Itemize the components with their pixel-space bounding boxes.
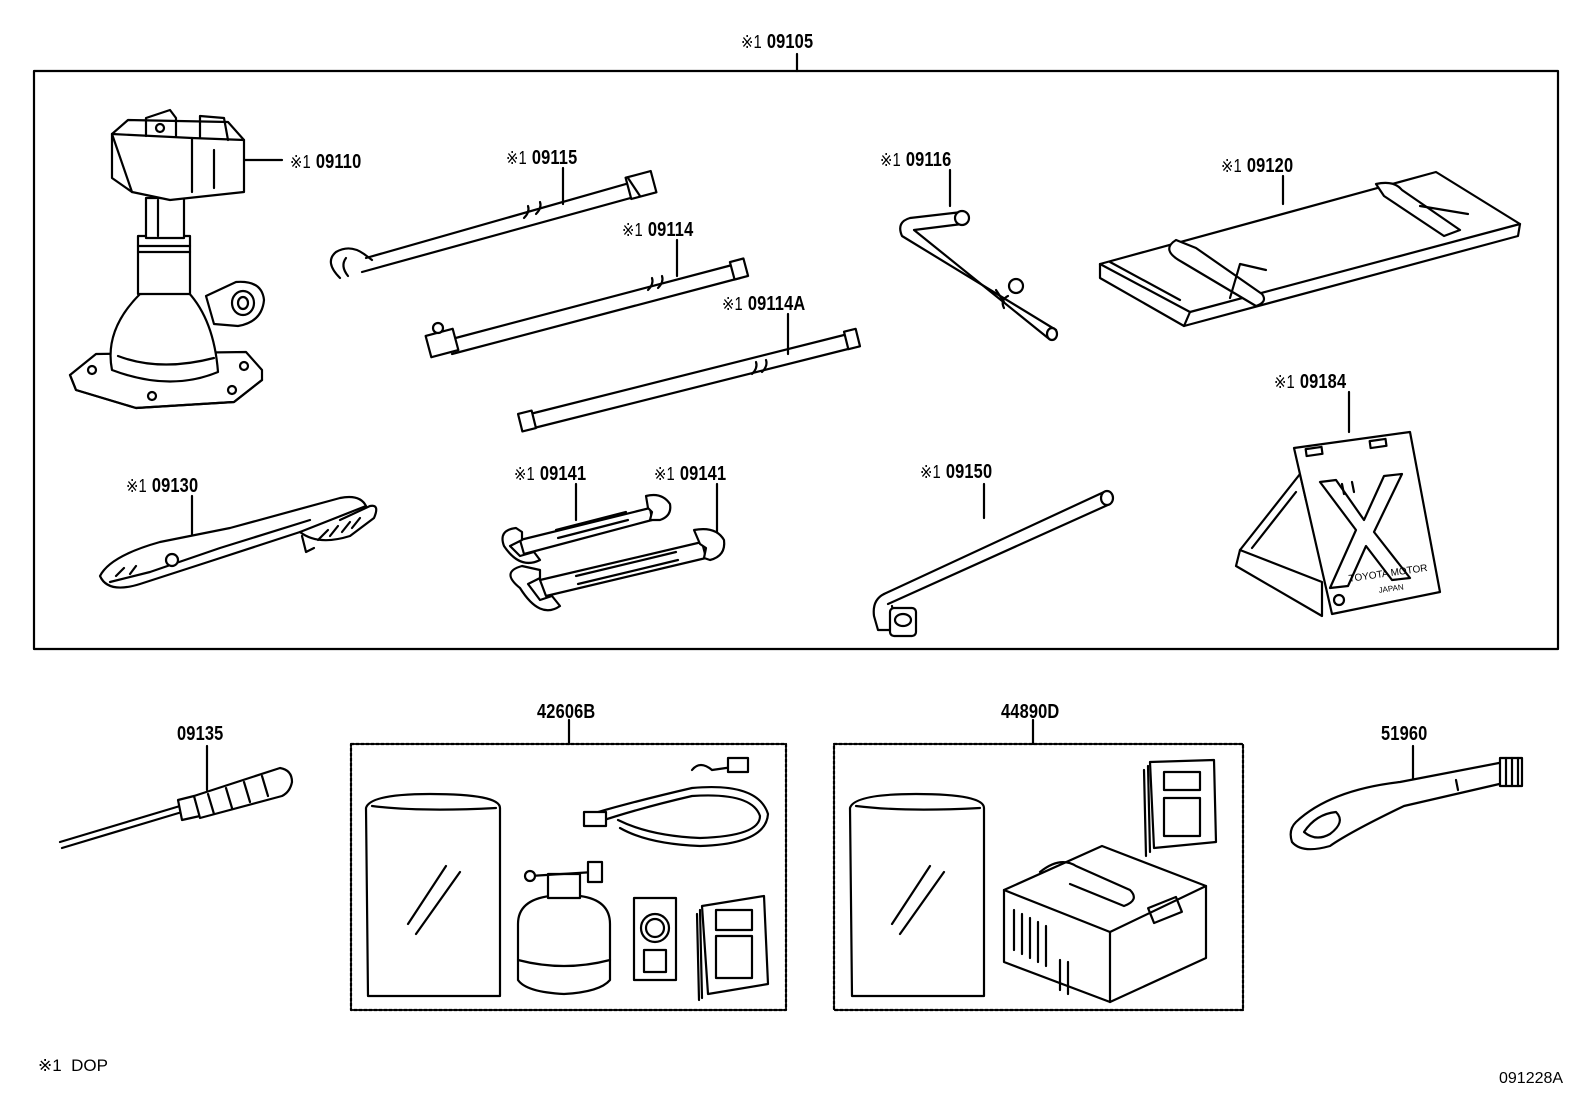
- wrench-small-illustration: [501, 482, 672, 564]
- ref-mark: ※1: [880, 150, 901, 170]
- tool-bag-illustration: [1098, 170, 1522, 328]
- extension-bar-illustration: [424, 238, 750, 359]
- label-tow-hook[interactable]: 51960: [1381, 723, 1428, 745]
- ref-mark: ※1: [920, 462, 941, 482]
- ref-mark: ※1: [654, 464, 675, 484]
- repair-kit-a-illustration: [349, 718, 788, 1012]
- legend: ※1 DOP: [38, 1056, 108, 1076]
- ref-mark: ※1: [722, 294, 743, 314]
- ref-mark: ※1: [622, 220, 643, 240]
- ref-mark: ※1: [1274, 372, 1295, 392]
- ref-mark: ※1: [506, 148, 527, 168]
- label-screwdriver[interactable]: 09135: [177, 723, 224, 745]
- repair-kit-b-illustration: [832, 718, 1245, 1012]
- screwdriver-illustration: [58, 744, 294, 850]
- label-repair-kit-b[interactable]: 44890D: [1001, 701, 1060, 723]
- crank-handle-illustration: [899, 168, 1059, 342]
- diagram-code: 091228A: [1499, 1070, 1564, 1087]
- wrench-large-illustration: [509, 482, 726, 612]
- ref-mark: ※1: [741, 32, 762, 52]
- pliers-illustration: [98, 494, 378, 589]
- warning-triangle-illustration: [1234, 390, 1442, 618]
- ref-mark: ※1: [126, 476, 147, 496]
- ref-mark: ※1: [290, 152, 311, 172]
- lug-wrench-illustration: [872, 482, 1115, 638]
- jack-illustration: [68, 108, 284, 410]
- jack-handle-illustration: [329, 166, 658, 280]
- ref-mark: ※1: [1221, 156, 1242, 176]
- legend-text: DOP: [71, 1056, 108, 1075]
- legend-mark: ※1: [38, 1056, 62, 1075]
- label-repair-kit-a[interactable]: 42606B: [537, 701, 596, 723]
- tow-hook-illustration: [1289, 744, 1524, 851]
- extension-bar-a-illustration: [516, 312, 862, 433]
- ref-mark: ※1: [514, 464, 535, 484]
